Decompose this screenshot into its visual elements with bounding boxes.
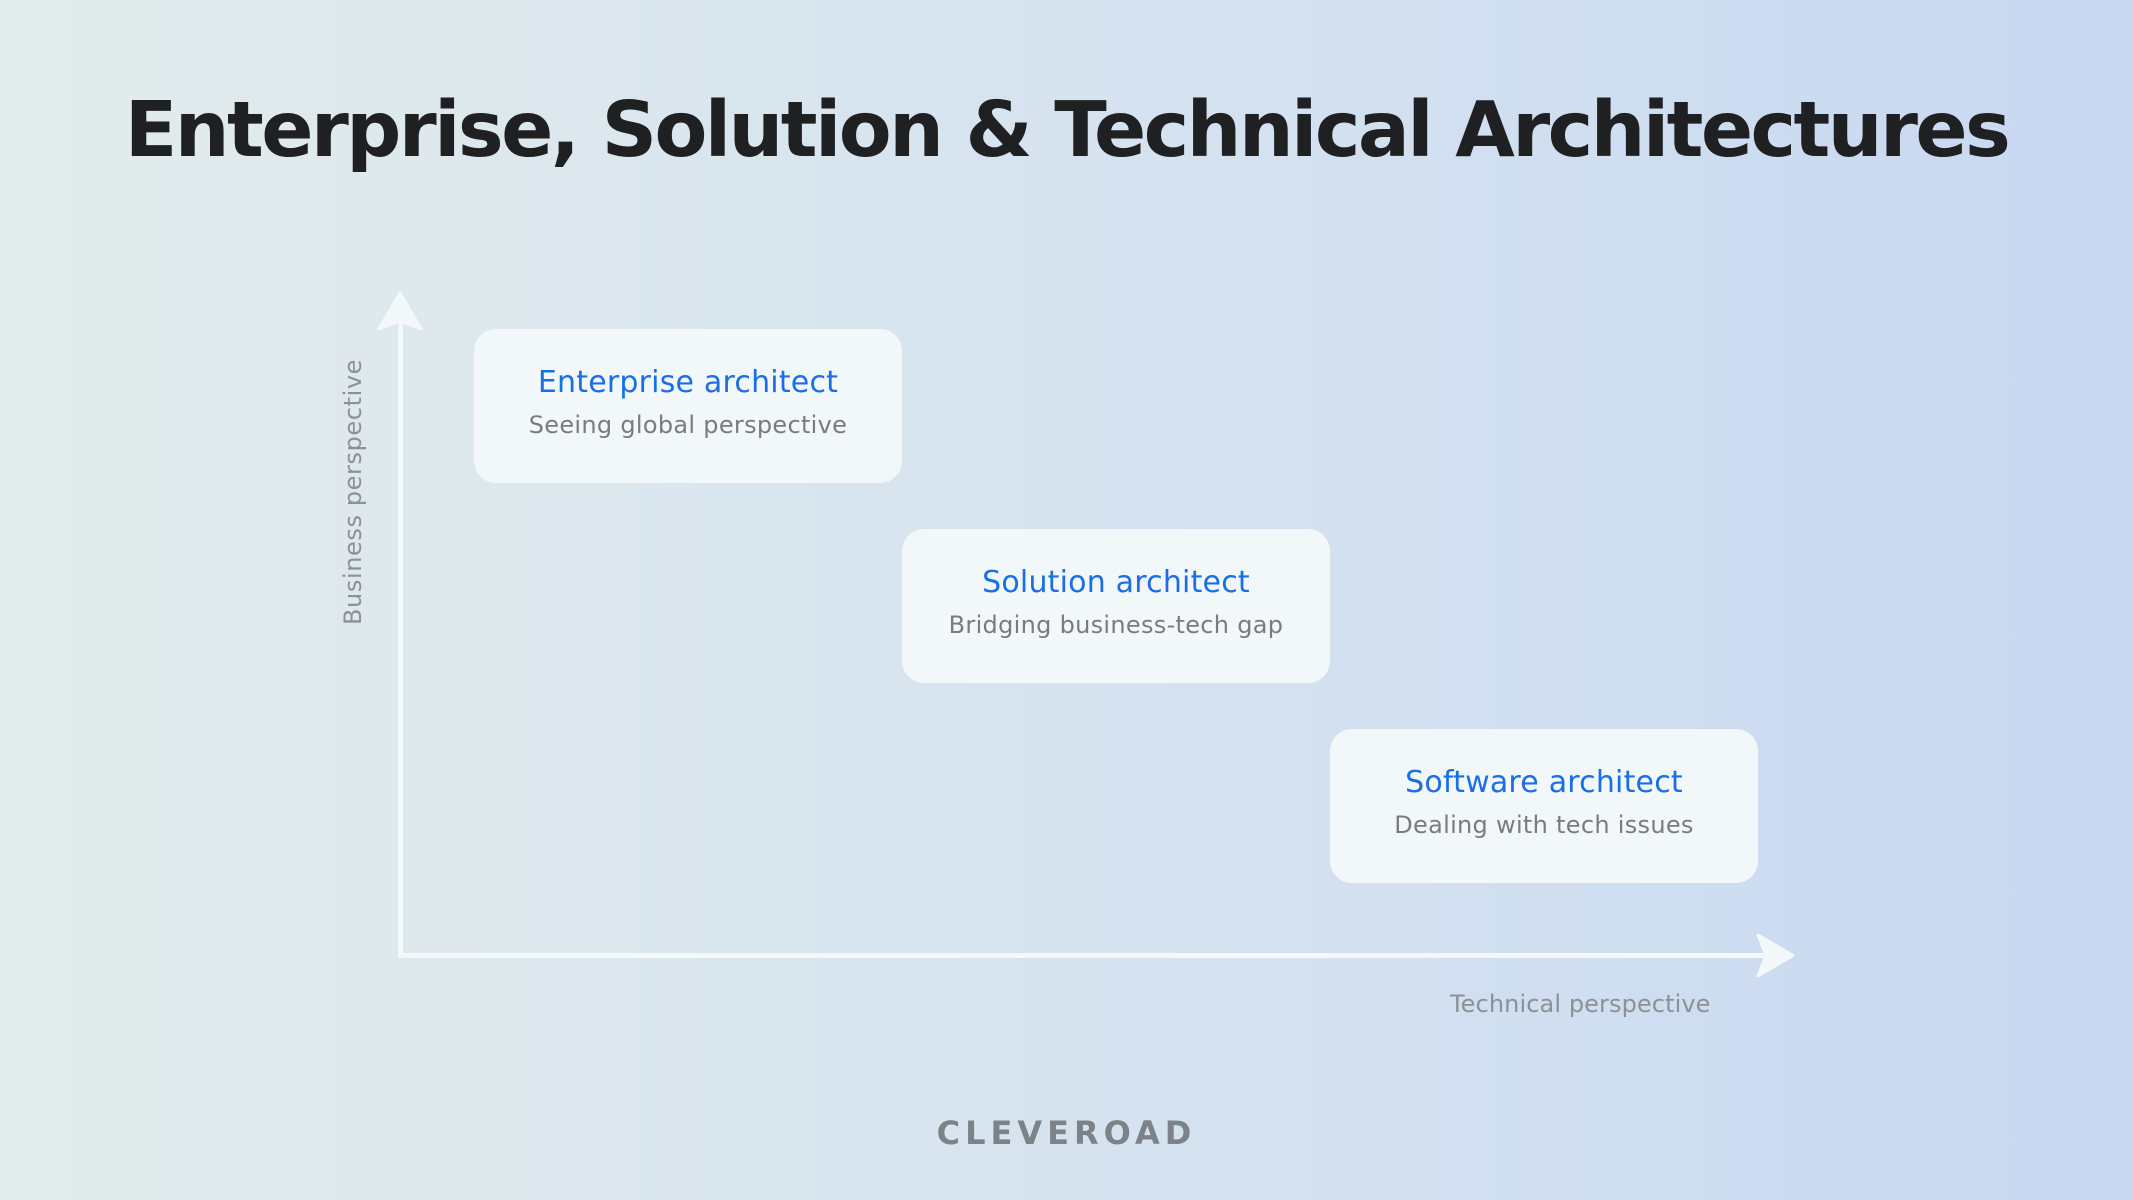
x-axis-arrow-icon	[398, 933, 1795, 978]
card-subtitle: Seeing global perspective	[528, 411, 848, 439]
card-enterprise-architect: Enterprise architect Seeing global persp…	[474, 329, 902, 483]
y-axis-arrow-icon	[377, 291, 423, 958]
card-solution-architect: Solution architect Bridging business-tec…	[902, 529, 1330, 683]
x-axis-label: Technical perspective	[1450, 990, 1711, 1018]
card-subtitle: Bridging business-tech gap	[948, 611, 1284, 639]
card-title: Enterprise architect	[537, 365, 839, 400]
card-software-architect: Software architect Dealing with tech iss…	[1330, 729, 1758, 883]
y-axis-label: Business perspective	[339, 358, 367, 626]
card-subtitle: Dealing with tech issues	[1394, 811, 1694, 839]
card-title: Software architect	[1405, 765, 1683, 800]
page-title: Enterprise, Solution & Technical Archite…	[124, 86, 2011, 175]
card-title: Solution architect	[982, 565, 1250, 600]
cleveroad-logo: CLEVEROAD	[936, 1114, 1197, 1152]
